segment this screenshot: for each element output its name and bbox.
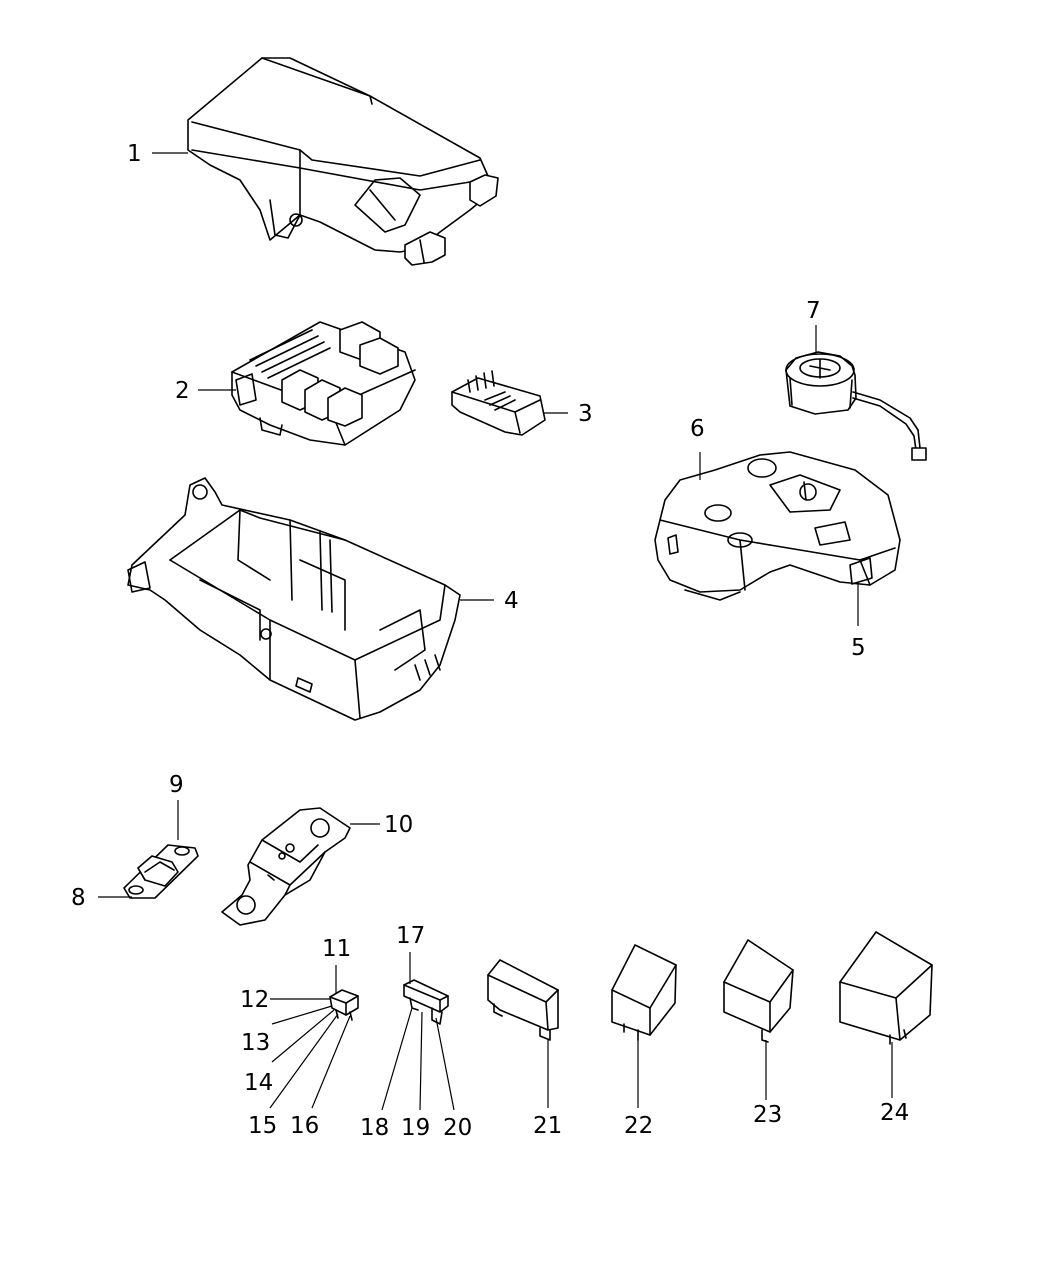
callout-14: 14: [244, 1070, 273, 1096]
callout-9: 9: [169, 772, 184, 798]
part-8-9-fuse[interactable]: [123, 844, 199, 899]
part-6-module[interactable]: [654, 451, 901, 601]
callout-11: 11: [322, 936, 351, 962]
part-2-relay-block[interactable]: [231, 321, 416, 446]
part-7-cap[interactable]: [785, 351, 927, 461]
part-23-relay[interactable]: [723, 939, 794, 1043]
callout-6: 6: [690, 416, 705, 442]
callout-1: 1: [127, 141, 142, 167]
callout-20: 20: [443, 1115, 472, 1141]
part-24-relay[interactable]: [839, 931, 933, 1045]
part-4-tray[interactable]: [127, 477, 461, 721]
callout-5: 5: [851, 635, 866, 661]
callout-23: 23: [753, 1102, 782, 1128]
callout-21: 21: [533, 1113, 562, 1139]
callout-7: 7: [806, 298, 821, 324]
callout-8: 8: [71, 885, 86, 911]
callout-10: 10: [384, 812, 413, 838]
callout-22: 22: [624, 1113, 653, 1139]
callout-17: 17: [396, 923, 425, 949]
callout-4: 4: [504, 588, 519, 614]
part-11-16-mini-fuse[interactable]: [329, 989, 359, 1021]
callout-18: 18: [360, 1115, 389, 1141]
callout-24: 24: [880, 1100, 909, 1126]
part-10-fuse[interactable]: [221, 807, 351, 926]
callout-3: 3: [578, 401, 593, 427]
part-3-connector-block[interactable]: [451, 370, 546, 436]
callout-19: 19: [401, 1115, 430, 1141]
part-1-cover[interactable]: [187, 57, 499, 266]
callout-2: 2: [175, 378, 190, 404]
part-17-20-cartridge-fuse[interactable]: [403, 979, 449, 1025]
callout-16: 16: [290, 1113, 319, 1139]
callout-12: 12: [240, 987, 269, 1013]
part-21-relay[interactable]: [487, 959, 559, 1041]
callout-13: 13: [241, 1030, 270, 1056]
callout-15: 15: [248, 1113, 277, 1139]
part-22-relay[interactable]: [611, 944, 677, 1041]
